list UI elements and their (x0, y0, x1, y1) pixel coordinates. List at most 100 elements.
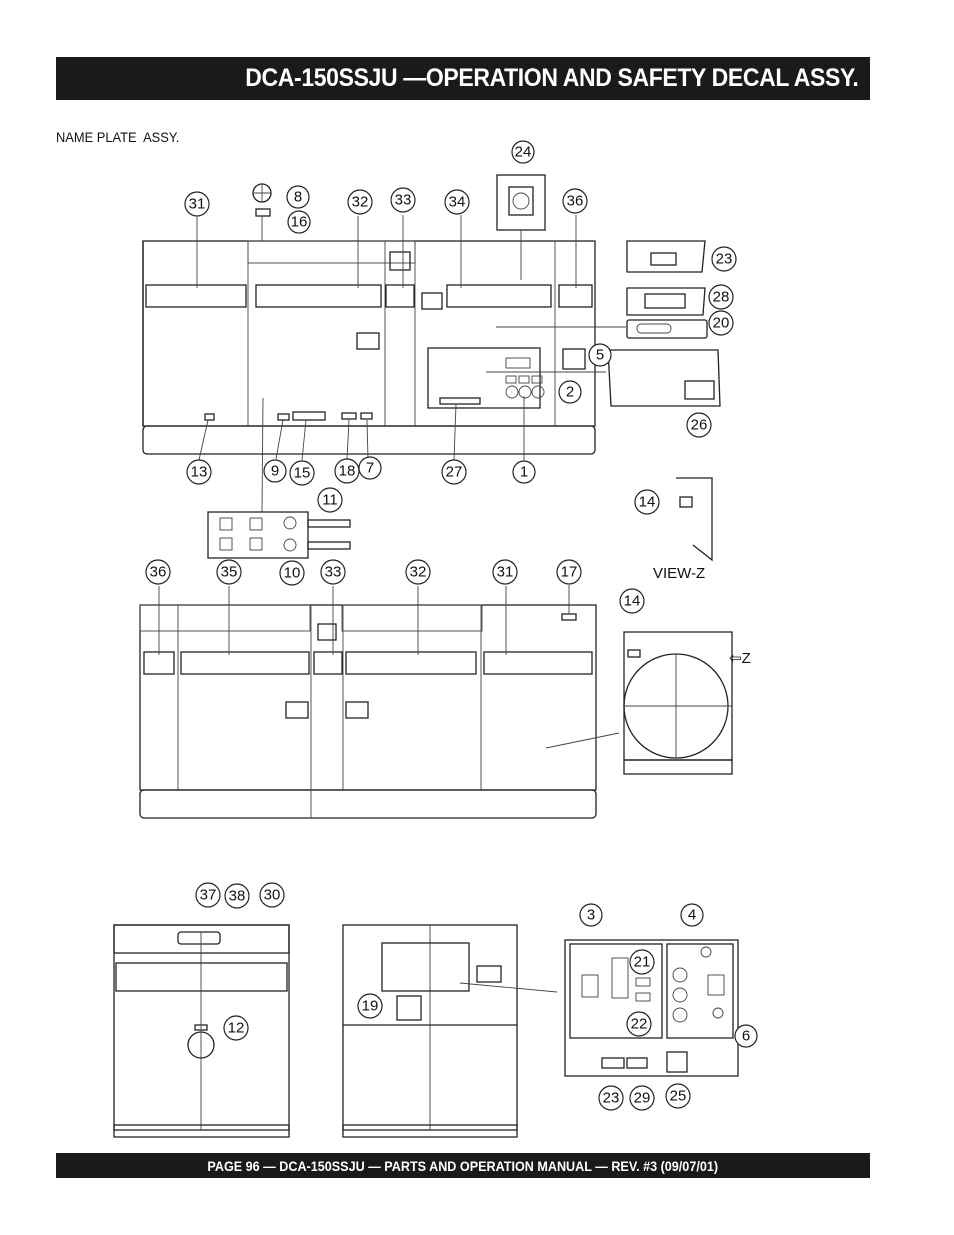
svg-text:14: 14 (639, 494, 656, 511)
callout-23: 23 (711, 246, 737, 272)
svg-text:6: 6 (742, 1028, 750, 1045)
callout-4: 4 (680, 903, 704, 927)
callout-29: 29 (629, 1085, 655, 1111)
svg-text:28: 28 (713, 289, 730, 306)
callout-7: 7 (358, 456, 382, 480)
decal-inset-panels (562, 240, 721, 407)
svg-text:24: 24 (515, 144, 532, 161)
svg-text:36: 36 (567, 193, 584, 210)
callout-14: 14 (634, 489, 660, 515)
callout-10: 10 (279, 560, 305, 586)
svg-text:5: 5 (596, 347, 604, 364)
svg-text:27: 27 (446, 464, 463, 481)
svg-text:3: 3 (587, 907, 595, 924)
page-footer-bar: PAGE 96 — DCA-150SSJU — PARTS AND OPERAT… (56, 1153, 870, 1178)
svg-text:29: 29 (634, 1090, 651, 1107)
svg-text:33: 33 (395, 192, 412, 209)
page-title-bar: DCA-150SSJU —OPERATION AND SAFETY DECAL … (56, 57, 870, 100)
callout-35: 35 (216, 559, 242, 585)
svg-text:37: 37 (200, 887, 217, 904)
callout-33-b: 33 (320, 559, 346, 585)
svg-text:12: 12 (228, 1020, 245, 1037)
callout-2: 2 (558, 380, 582, 404)
terminal-block-detail (207, 511, 351, 559)
svg-text:4: 4 (688, 907, 696, 924)
callout-9: 9 (263, 459, 287, 483)
end-view-left (113, 924, 290, 1138)
callout-32-b: 32 (405, 559, 431, 585)
svg-text:32: 32 (410, 564, 427, 581)
svg-text:19: 19 (362, 998, 379, 1015)
callout-36-b: 36 (145, 559, 171, 585)
callout-19: 19 (357, 993, 383, 1019)
svg-text:10: 10 (284, 565, 301, 582)
callout-15: 15 (289, 460, 315, 486)
svg-text:36: 36 (150, 564, 167, 581)
svg-text:18: 18 (339, 463, 356, 480)
page-footer: PAGE 96 — DCA-150SSJU — PARTS AND OPERAT… (207, 1157, 719, 1174)
callout-33: 33 (390, 187, 416, 213)
callout-28: 28 (708, 284, 734, 310)
svg-text:34: 34 (449, 194, 466, 211)
view-z-label: VIEW-Z (653, 565, 705, 582)
control-panel-inset (564, 939, 739, 1077)
callout-25: 25 (665, 1083, 691, 1109)
svg-text:11: 11 (322, 492, 338, 509)
generator-side-view-top (142, 174, 626, 513)
svg-text:14: 14 (624, 593, 641, 610)
callout-1: 1 (512, 460, 536, 484)
svg-text:13: 13 (191, 464, 208, 481)
callout-6: 6 (734, 1024, 758, 1048)
svg-text:35: 35 (221, 564, 238, 581)
callout-23-b: 23 (598, 1085, 624, 1111)
svg-text:15: 15 (294, 465, 311, 482)
callout-37: 37 (195, 882, 221, 908)
view-z-inset: VIEW-Z (653, 477, 713, 582)
svg-text:22: 22 (631, 1016, 648, 1033)
callout-20: 20 (708, 310, 734, 336)
callout-11: 11 (317, 487, 343, 513)
svg-text:20: 20 (713, 315, 730, 332)
svg-text:8: 8 (294, 189, 302, 206)
callout-31: 31 (184, 191, 210, 217)
end-view-right (342, 924, 558, 1138)
callout-30: 30 (259, 882, 285, 908)
svg-text:23: 23 (716, 251, 733, 268)
callout-21: 21 (629, 949, 655, 975)
callout-27: 27 (441, 459, 467, 485)
svg-text:38: 38 (229, 888, 246, 905)
svg-text:7: 7 (366, 460, 374, 477)
callout-5: 5 (588, 343, 612, 367)
svg-text:26: 26 (691, 417, 708, 434)
svg-text:23: 23 (603, 1090, 620, 1107)
svg-text:9: 9 (271, 463, 279, 480)
callout-17: 17 (556, 559, 582, 585)
svg-text:2: 2 (566, 384, 574, 401)
svg-text:33: 33 (325, 564, 342, 581)
callout-26: 26 (686, 412, 712, 438)
callout-34: 34 (444, 189, 470, 215)
svg-text:21: 21 (634, 954, 651, 971)
callout-13: 13 (186, 459, 212, 485)
svg-text:31: 31 (189, 196, 206, 213)
svg-text:31: 31 (497, 564, 514, 581)
callout-12: 12 (223, 1015, 249, 1041)
callout-16: 16 (287, 210, 311, 234)
svg-text:16: 16 (291, 214, 308, 231)
section-subheading: NAME PLATE ASSY. (56, 129, 180, 145)
callout-38: 38 (224, 883, 250, 909)
callout-24: 24 (511, 140, 535, 164)
radiator-end-view: ⇦Z (623, 631, 751, 775)
callout-8: 8 (286, 185, 310, 209)
callout-32: 32 (347, 189, 373, 215)
generator-side-view-middle (139, 585, 620, 819)
callout-18: 18 (334, 458, 360, 484)
svg-text:32: 32 (352, 194, 369, 211)
callout-36: 36 (562, 188, 588, 214)
callout-3: 3 (579, 903, 603, 927)
svg-text:1: 1 (520, 464, 528, 481)
page-title: DCA-150SSJU —OPERATION AND SAFETY DECAL … (244, 64, 858, 92)
svg-text:25: 25 (670, 1088, 687, 1105)
svg-text:30: 30 (264, 887, 281, 904)
